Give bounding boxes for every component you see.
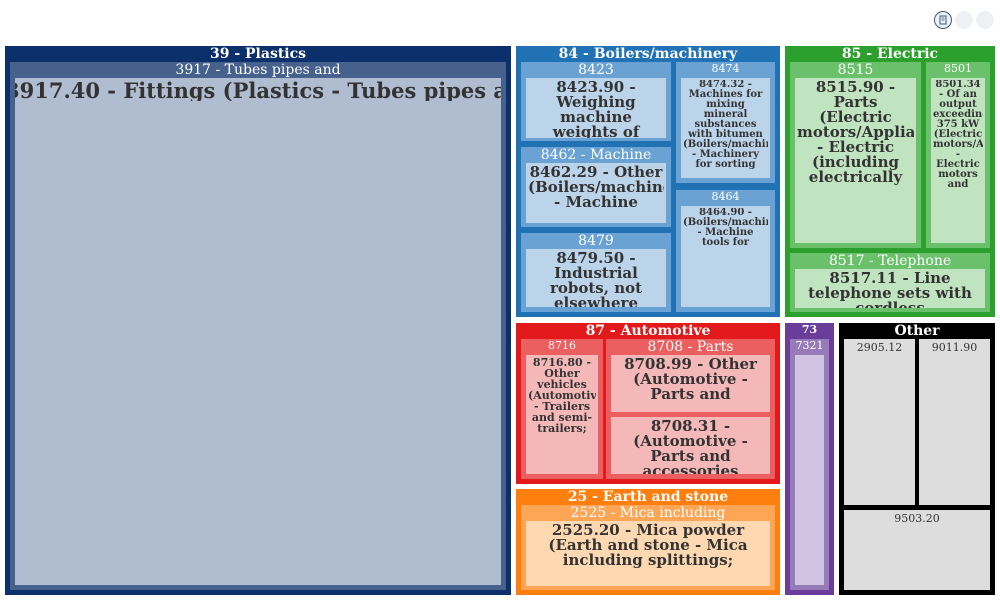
leaf-label: 8515.90 - Parts (Electric motors/Applian… xyxy=(797,80,914,185)
treemap-subgroup-label: 8479 xyxy=(578,234,614,248)
treemap-subgroup-label: 8423 xyxy=(578,63,614,77)
treemap-leaf[interactable]: 3917.40 - Fittings (Plastics - Tubes pip… xyxy=(15,78,501,585)
treemap-leaf[interactable]: 8716.80 - Other vehicles (Automotive - T… xyxy=(526,355,598,474)
treemap-subgroup-label: 2525 - Mica including xyxy=(570,506,726,520)
leaf-label: 9503.20 xyxy=(894,512,940,525)
treemap-subgroup-label: 8708 - Parts xyxy=(647,340,734,354)
treemap-leaf[interactable]: 8474.32 - Machines for mixing mineral su… xyxy=(681,78,770,178)
treemap-leaf[interactable]: 9011.90 xyxy=(919,339,990,505)
leaf-label: 3917.40 - Fittings (Plastics - Tubes pip… xyxy=(15,80,501,101)
leaf-label: 8479.50 - Industrial robots, not elsewhe… xyxy=(549,251,643,307)
treemap-subgroup-label: 8716 xyxy=(548,340,576,351)
leaf-label: 2905.12 xyxy=(856,341,903,354)
logo-icon-glyph xyxy=(939,15,947,25)
treemap-subgroup-label: 8515 xyxy=(837,63,874,77)
treemap-group-label: 84 - Boilers/machinery xyxy=(558,47,738,61)
treemap-leaf[interactable]: 2525.20 - Mica powder (Earth and stone -… xyxy=(526,521,770,586)
treemap-leaf[interactable] xyxy=(795,355,824,585)
modebar xyxy=(934,11,994,29)
leaf-label: 9011.90 xyxy=(931,341,978,354)
treemap-group-label: 85 - Electric xyxy=(841,47,939,61)
leaf-label: 8501.34 - Of an output exceeding 375 kW … xyxy=(933,80,983,190)
treemap-leaf[interactable]: 8501.34 - Of an output exceeding 375 kW … xyxy=(931,78,985,243)
modebar-icon[interactable] xyxy=(976,11,994,29)
treemap-leaf[interactable]: 8517.11 - Line telephone sets with cordl… xyxy=(795,269,985,308)
leaf-label: 2525.20 - Mica powder (Earth and stone -… xyxy=(548,523,748,568)
treemap-subgroup-label: 8517 - Telephone xyxy=(828,254,952,268)
treemap-leaf[interactable]: 8462.29 - Other (Boilers/machinery - Mac… xyxy=(526,163,666,223)
treemap-group-label: 25 - Earth and stone xyxy=(567,490,729,504)
treemap-leaf[interactable]: 8423.90 - Weighing machine weights of xyxy=(526,78,666,138)
treemap-group-label: 87 - Automotive xyxy=(585,324,711,338)
treemap-group-label: 73 xyxy=(801,324,818,335)
leaf-label: 8464.90 - (Boilers/machinery - Machine t… xyxy=(683,208,768,248)
treemap-group-label: Other xyxy=(894,324,940,338)
treemap-leaf[interactable]: 8464.90 - (Boilers/machinery - Machine t… xyxy=(681,206,770,307)
treemap-leaf[interactable]: 2905.12 xyxy=(844,339,915,505)
treemap-subgroup-label: 3917 - Tubes pipes and xyxy=(175,63,341,77)
treemap-subgroup-label: 8464 xyxy=(711,191,740,202)
treemap-subgroup-label: 7321 xyxy=(795,340,824,351)
leaf-label: 8462.29 - Other (Boilers/machinery - Mac… xyxy=(528,165,664,210)
leaf-label: 8517.11 - Line telephone sets with cordl… xyxy=(808,271,972,308)
leaf-label: 8708.31 - (Automotive - Parts and access… xyxy=(633,419,748,474)
treemap-leaf[interactable]: 8479.50 - Industrial robots, not elsewhe… xyxy=(526,249,666,307)
leaf-label: 8708.99 - Other (Automotive - Parts and xyxy=(624,357,757,402)
leaf-label: 8716.80 - Other vehicles (Automotive - T… xyxy=(528,357,596,434)
leaf-label: 8474.32 - Machines for mixing mineral su… xyxy=(683,80,768,170)
treemap-subgroup-label: 8474 xyxy=(711,63,740,74)
treemap-leaf[interactable]: 9503.20 xyxy=(844,510,990,590)
treemap-subgroup-label: 8462 - Machine xyxy=(540,148,652,162)
modebar-icon[interactable] xyxy=(955,11,973,29)
treemap-subgroup-label: 8501 xyxy=(944,63,972,74)
treemap-leaf[interactable]: 8708.99 - Other (Automotive - Parts and xyxy=(611,355,770,412)
logo-icon[interactable] xyxy=(934,11,952,29)
leaf-label: 8423.90 - Weighing machine weights of xyxy=(552,80,640,138)
treemap-group-label: 39 - Plastics xyxy=(209,47,307,61)
treemap-leaf[interactable]: 8708.31 - (Automotive - Parts and access… xyxy=(611,417,770,474)
treemap-leaf[interactable]: 8515.90 - Parts (Electric motors/Applian… xyxy=(795,78,916,243)
